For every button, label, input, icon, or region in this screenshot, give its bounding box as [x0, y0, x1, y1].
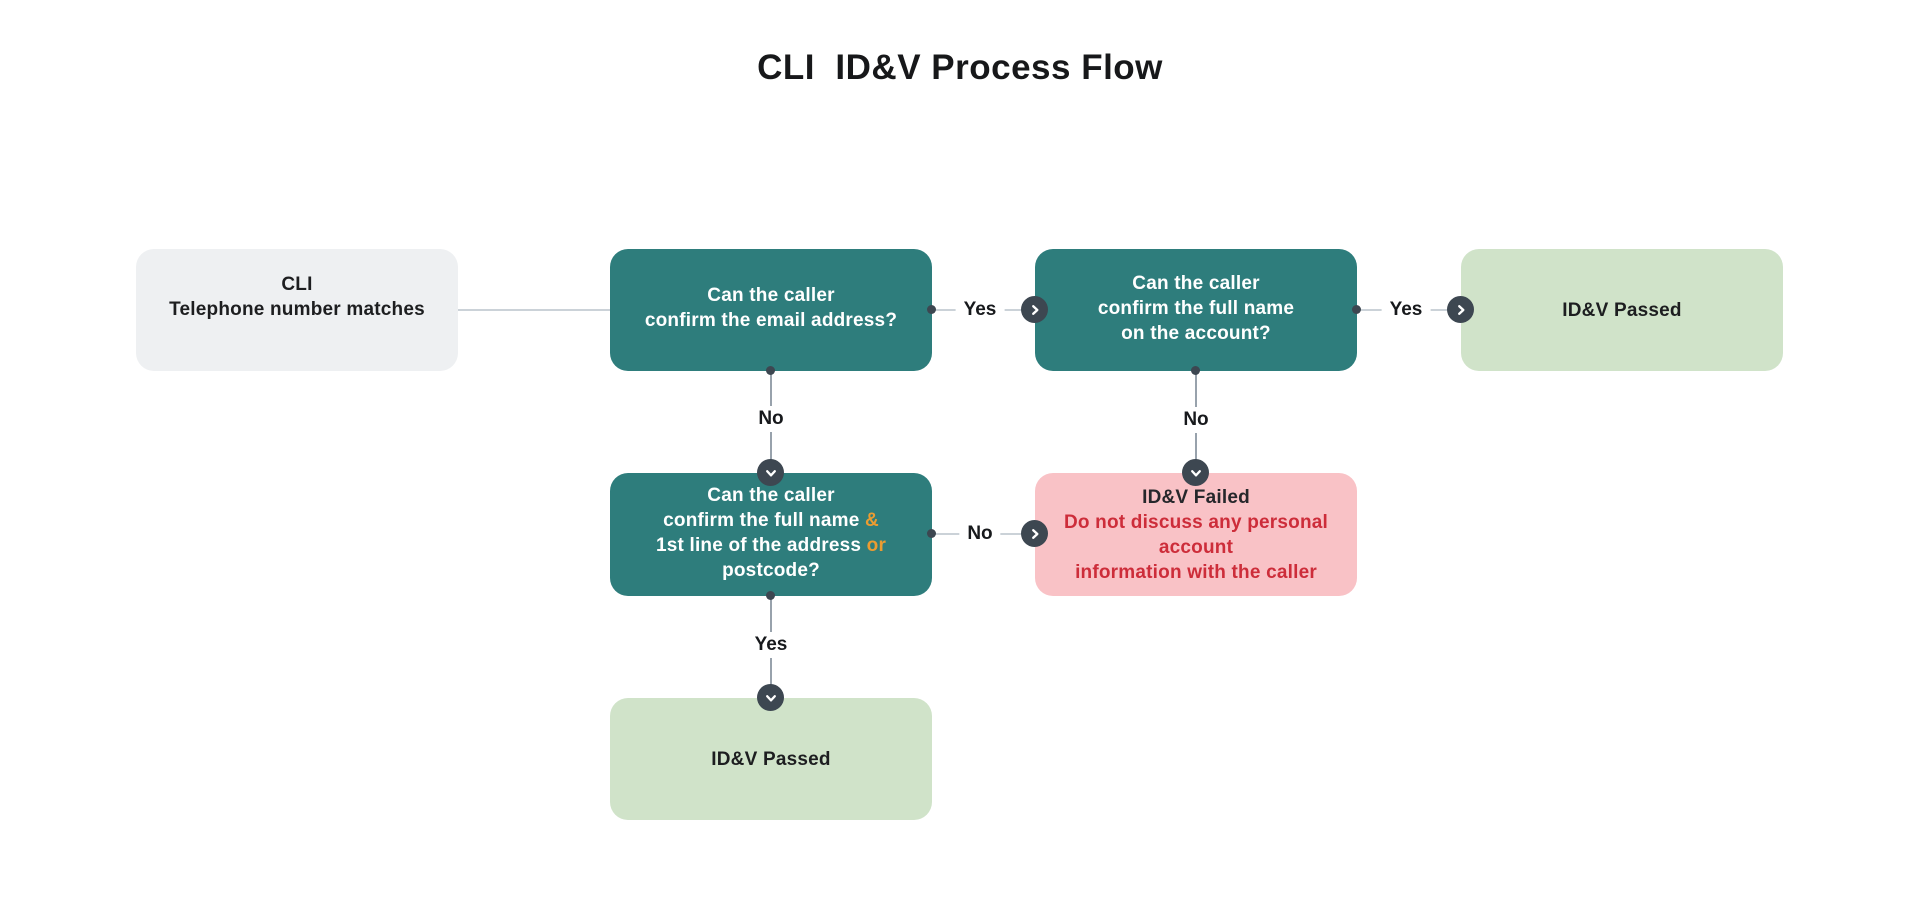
node-line: confirm the email address? [644, 310, 898, 331]
connector-dot [766, 591, 775, 600]
arrow-badge [1021, 520, 1048, 547]
node-idv-passed-right: ID&V Passed [1461, 249, 1783, 371]
node-line: on the account? [1121, 322, 1271, 344]
node-line: confirm the full name & [610, 508, 932, 533]
node-confirm-email: Can the caller confirm the email address… [610, 249, 932, 371]
node-line: CLI [281, 274, 313, 295]
connector-line-cli-email [458, 309, 610, 311]
node-line-segment: Can the caller [707, 484, 835, 506]
edge-label-yes: Yes [746, 632, 796, 658]
edge-label-no: No [959, 521, 1001, 547]
node-line: ID&V Passed [1562, 299, 1682, 321]
connector-dot [927, 529, 936, 538]
node-text: ID&V Failed Do not discuss any personal … [1035, 485, 1357, 585]
node-line: confirm the full name [1097, 297, 1295, 319]
node-confirm-full-name: Can the caller confirm the full name on … [1035, 249, 1357, 371]
edge-label-yes: Yes [1381, 297, 1431, 323]
node-confirm-name-address: Can the caller confirm the full name & 1… [610, 473, 932, 596]
node-text: Can the caller confirm the email address… [645, 283, 897, 333]
edge-label-no: No [750, 406, 792, 432]
node-idv-failed: ID&V Failed Do not discuss any personal … [1035, 473, 1357, 596]
node-warning-line: Do not discuss any personal account [1063, 511, 1329, 558]
node-line-segment-highlight: & [864, 509, 879, 531]
chevron-down-icon [765, 694, 776, 701]
node-text: ID&V Passed [1562, 298, 1681, 323]
chevron-down-icon [765, 469, 776, 476]
node-line-segment: 1st line of the address [655, 534, 867, 556]
connector-dot [1352, 305, 1361, 314]
connector-dot [766, 366, 775, 375]
node-line: ID&V Passed [711, 748, 831, 770]
node-text: Can the caller confirm the full name on … [1098, 271, 1294, 346]
page-title: CLI ID&V Process Flow [757, 48, 1163, 87]
node-cli-telephone-matches: CLI Telephone number matches [136, 249, 458, 371]
node-line: 1st line of the address or postcode? [610, 533, 932, 583]
arrow-badge [757, 459, 784, 486]
arrow-badge [1447, 296, 1474, 323]
node-line: Telephone number matches [169, 299, 425, 320]
node-text: Can the caller confirm the full name & 1… [610, 483, 932, 583]
node-line: Can the caller [610, 483, 932, 508]
node-line: Can the caller [1132, 272, 1260, 294]
node-line-segment: postcode? [722, 559, 820, 581]
node-text: CLI Telephone number matches [169, 272, 425, 322]
chevron-right-icon [1031, 528, 1038, 539]
chevron-right-icon [1031, 304, 1038, 315]
connector-dot [927, 305, 936, 314]
node-idv-passed-bottom: ID&V Passed [610, 698, 932, 820]
edge-label-yes: Yes [955, 297, 1005, 323]
chevron-right-icon [1457, 304, 1464, 315]
connector-dot [1191, 366, 1200, 375]
arrow-badge [757, 684, 784, 711]
arrow-badge [1182, 459, 1209, 486]
arrow-badge [1021, 296, 1048, 323]
node-title: ID&V Failed [1142, 486, 1250, 508]
node-line: Can the caller [707, 285, 835, 306]
node-line-segment-highlight: or [866, 534, 887, 556]
chevron-down-icon [1190, 469, 1201, 476]
node-warning-line: information with the caller [1075, 561, 1317, 583]
node-text: ID&V Passed [711, 747, 830, 772]
node-line-segment: confirm the full name [663, 509, 865, 531]
edge-label-no: No [1175, 407, 1217, 433]
